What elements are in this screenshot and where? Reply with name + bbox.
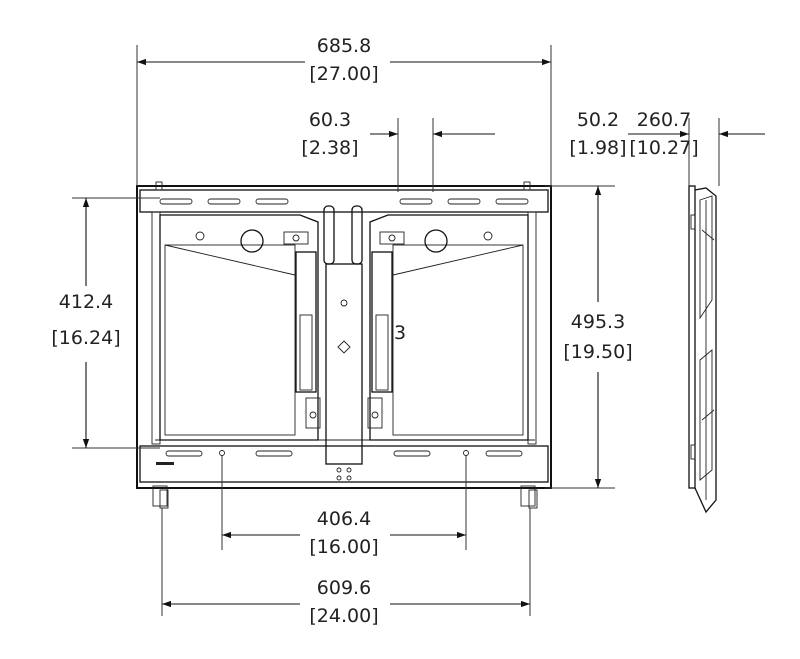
bottom-rail (139, 445, 549, 483)
dim-left-height (72, 197, 160, 449)
dim-side-depth (628, 118, 765, 186)
top-rail-slots (159, 198, 529, 205)
dim-center-gap-mm: 60.3 (309, 109, 351, 131)
dim-overall-width-in: [27.00] (309, 63, 378, 85)
front-view (136, 181, 552, 509)
dim-left-height-mm: 412.4 (59, 291, 113, 313)
side-view (688, 185, 717, 514)
dim-overall-width (136, 45, 552, 186)
dim-side-depth-min-mm: 50.2 (577, 109, 619, 131)
left-panel (159, 214, 321, 441)
dim-bottom-width (161, 508, 531, 616)
part-mark: 3 (394, 322, 406, 344)
center-column (323, 205, 363, 481)
dim-side-depth-min-in: [1.98] (569, 137, 626, 159)
dim-bottom-width-in: [24.00] (309, 605, 378, 627)
dim-overall-width-mm: 685.8 (317, 35, 371, 57)
dim-side-depth-max-mm: 260.7 (637, 109, 691, 131)
top-rail (139, 189, 549, 213)
dim-bottom-width-mm: 609.6 (317, 577, 371, 599)
feet (152, 181, 538, 509)
dim-hole-spacing-mm: 406.4 (317, 508, 371, 530)
dim-left-height-in: [16.24] (51, 327, 120, 349)
dim-center-gap (370, 118, 495, 192)
dim-hole-spacing-in: [16.00] (309, 536, 378, 558)
dim-right-height (545, 185, 615, 489)
dim-right-height-mm: 495.3 (571, 311, 625, 333)
right-panel (367, 214, 529, 441)
dim-side-depth-max-in: [10.27] (629, 137, 698, 159)
bottom-rail-slots (156, 450, 523, 465)
dim-center-gap-in: [2.38] (301, 137, 358, 159)
outer-frame (136, 185, 552, 489)
dim-right-height-in: [19.50] (563, 341, 632, 363)
dim-hole-spacing (221, 456, 467, 550)
